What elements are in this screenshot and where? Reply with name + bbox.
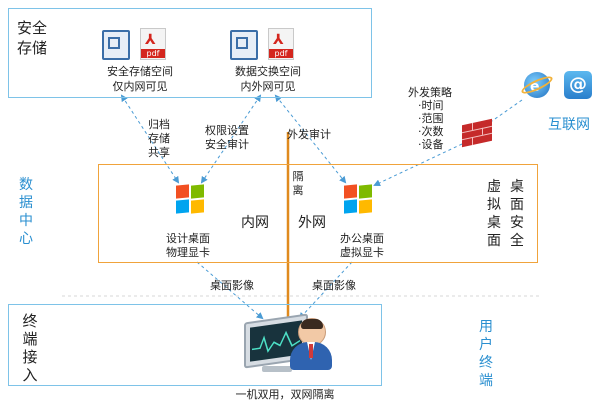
secure-storage-box <box>8 8 372 98</box>
email-icon[interactable]: @ <box>564 71 592 99</box>
arrow-storage2-desktop2 <box>274 94 347 184</box>
arrow-storage1-desktop1 <box>120 94 180 184</box>
storage-space1-caption: 安全存储空间 仅内网可见 <box>107 65 173 93</box>
terminal-caption: 一机双用，双网隔离 <box>235 388 335 401</box>
windows-icon <box>344 184 374 215</box>
internet-explorer-icon[interactable]: e <box>519 72 555 98</box>
document-icon[interactable] <box>230 30 258 60</box>
inner-net-label: 内网 <box>241 215 269 231</box>
arrow-internet-firewall <box>480 99 523 130</box>
pdf-icon[interactable]: ⅄ pdf <box>268 28 294 60</box>
virtual-desktop-label: 虚拟桌面 <box>487 179 501 249</box>
user-terminal-label: 用户终端 <box>479 319 493 389</box>
arrow-storage2-desktop1 <box>200 94 262 184</box>
internet-label: 互联网 <box>548 117 590 133</box>
datacenter-box <box>98 164 538 263</box>
secure-storage-label: 安全存储 <box>16 19 47 57</box>
pdf-icon[interactable]: ⅄ pdf <box>140 28 166 60</box>
outer-net-label: 外网 <box>298 215 326 231</box>
windows-icon <box>176 184 206 215</box>
monitor-icon <box>244 313 308 369</box>
terminal-access-label: 终端接入 <box>22 312 38 384</box>
outgoing-policy: 外发策略 ·时间 ·范围 ·次数 ·设备 <box>408 86 452 151</box>
desktop-image-label-1: 桌面影像 <box>210 279 254 292</box>
monitor-stand <box>262 366 292 372</box>
user-body <box>290 342 332 370</box>
document-icon[interactable] <box>102 30 130 60</box>
office-desktop-caption: 办公桌面 虚拟显卡 <box>340 232 384 259</box>
datacenter-label: 数据中心 <box>19 177 33 247</box>
arrow-desktop1-terminal <box>196 261 264 320</box>
storage-space2-caption: 数据交换空间 内外网可见 <box>235 65 301 93</box>
design-desktop-caption: 设计桌面 物理显卡 <box>166 232 210 259</box>
arrow-desktop2-terminal <box>298 261 353 320</box>
desktop-security-label: 桌面安全 <box>510 179 524 249</box>
isolation-label: 隔离 <box>292 170 304 197</box>
outgoing-audit-label: 外发审计 <box>287 128 331 141</box>
permission-audit-label: 权限设置 安全审计 <box>205 124 249 151</box>
desktop-image-label-2: 桌面影像 <box>312 279 356 292</box>
archive-label: 归档存储共享 <box>148 118 170 159</box>
terminal-box <box>8 304 382 386</box>
